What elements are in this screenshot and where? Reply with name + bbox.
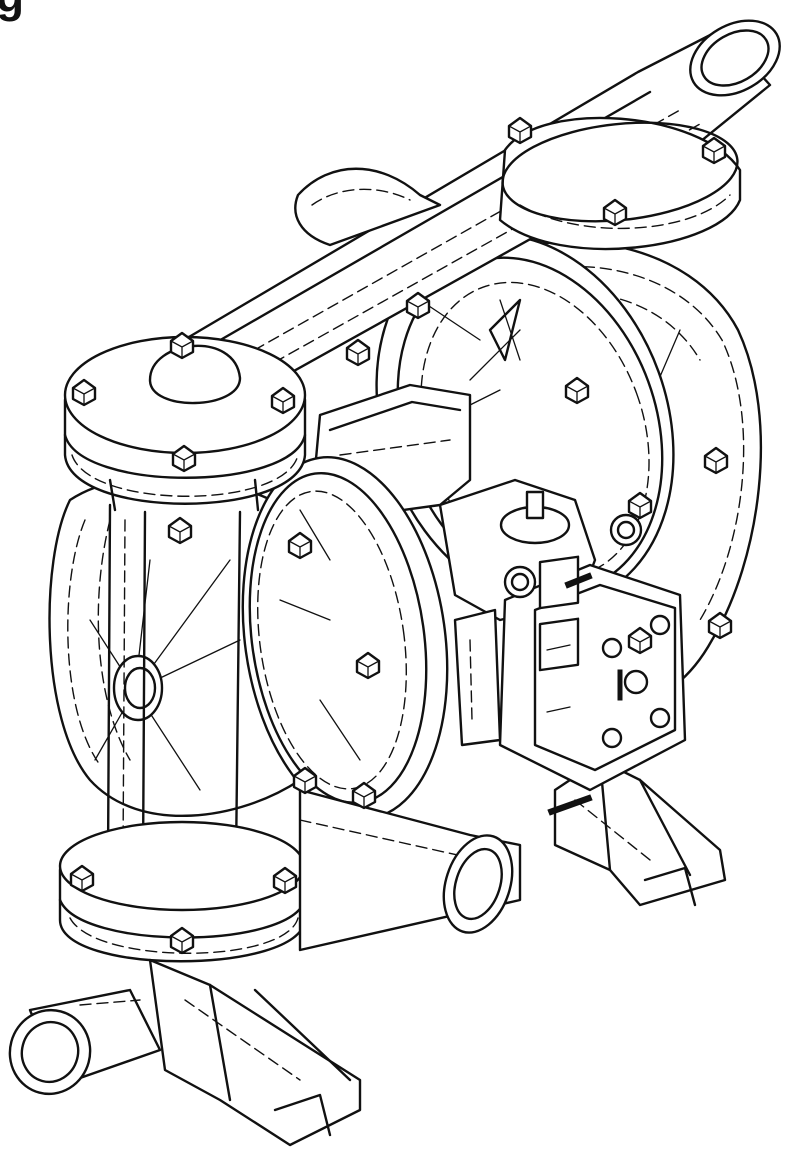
right-manifold-flange [498,116,742,251]
left-diaphragm-hub [112,654,164,722]
bolt [71,378,97,407]
bolt [292,766,318,795]
bolt [703,446,729,475]
left-lower-flange [58,820,307,963]
bolt [270,386,296,415]
bolt [355,651,381,680]
bolt [272,866,298,895]
bolt [169,331,195,360]
bolt [351,781,377,810]
bolt [167,516,193,545]
bolt [707,611,733,640]
left-inlet-port [8,988,162,1096]
left-upper-flange [63,335,307,512]
cropped-header-letter: g [0,0,24,22]
bolt-heads [69,116,733,955]
bolt [627,626,653,655]
bolt [564,376,590,405]
bolt [169,926,195,955]
inlet-manifold [298,788,522,952]
bolt [405,291,431,320]
left-foot-bracket [148,958,362,1147]
bolt [287,531,313,560]
bolt [627,491,653,520]
left-manifold-stack [106,503,242,867]
bolt [69,864,95,893]
bolt [602,198,628,227]
bolt [507,116,533,145]
bolt [701,136,727,165]
air-valve-cap [498,513,687,816]
bolt [171,444,197,473]
bolt [345,338,371,367]
